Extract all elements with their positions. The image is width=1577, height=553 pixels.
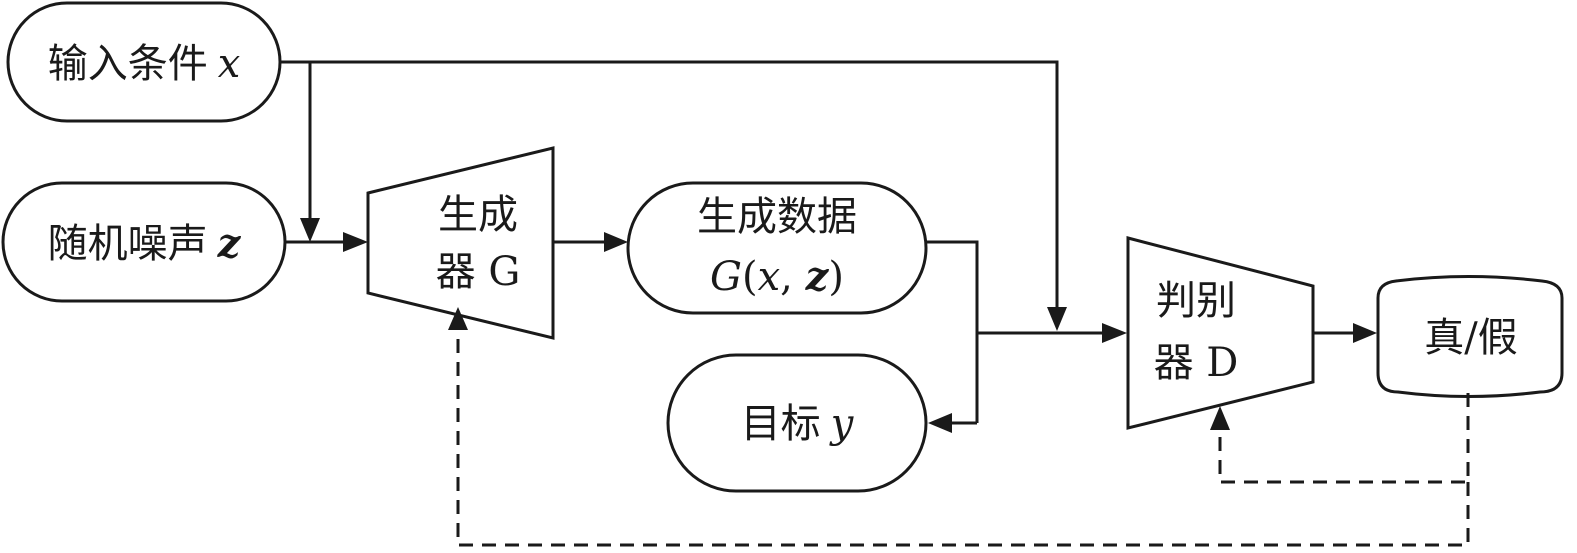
real-fake-node: 真/假: [1376, 275, 1564, 398]
generated-data-shape: [626, 181, 928, 315]
generator-label-line1: 生成: [438, 192, 518, 238]
generated-data-arg2: z: [805, 253, 830, 300]
discriminator-to-output-arrowhead: [1353, 323, 1377, 343]
generated-data-node: 生成数据 G(x, z): [626, 181, 928, 315]
target-var: y: [829, 401, 855, 447]
generated-data-fn: G: [710, 254, 742, 300]
generator-shape: [366, 146, 555, 340]
generator-node: 生成 器 G: [366, 146, 555, 340]
feedback-to-discriminator-arrowhead: [1210, 406, 1230, 430]
random-noise-text: 随机噪声: [48, 221, 208, 267]
discriminator-shape: [1126, 236, 1315, 430]
feedback-to-discriminator-line: [1218, 393, 1470, 484]
data-to-target-arrowhead: [928, 413, 952, 433]
feedback-to-generator-arrowhead: [448, 307, 468, 330]
generated-data-close: ): [828, 254, 844, 300]
input-condition-var: x: [218, 41, 241, 87]
generator-to-data-arrowhead: [604, 232, 628, 252]
generated-data-open: (: [742, 254, 758, 300]
real-fake-label: 真/假: [1424, 315, 1517, 361]
generated-data-sep: ,: [780, 254, 805, 300]
random-noise-var: z: [217, 220, 242, 267]
noise-to-generator-arrowhead: [343, 232, 368, 252]
data-branch-line: [926, 240, 979, 423]
real-fake-shape: [1376, 275, 1564, 398]
generated-data-label-line2: G(x, z): [710, 253, 844, 300]
data-to-discriminator-arrowhead: [1102, 323, 1127, 343]
target-shape: [666, 353, 928, 493]
x-to-generator-arrowhead: [300, 218, 320, 242]
x-to-discriminator-line: [280, 60, 1059, 316]
generator-label-line2: 器 G: [436, 249, 521, 295]
discriminator-label-line1: 判别: [1156, 278, 1236, 324]
x-to-discriminator-arrowhead: [1047, 307, 1067, 331]
input-condition-text: 输入条件: [48, 41, 208, 87]
discriminator-label-line2: 器 D: [1154, 340, 1239, 386]
target-text: 目标: [741, 401, 821, 447]
feedback-to-generator-line: [456, 322, 1470, 547]
discriminator-node: 判别 器 D: [1126, 236, 1315, 430]
generated-data-label-line1: 生成数据: [697, 194, 857, 240]
generated-data-arg1: x: [758, 254, 781, 300]
